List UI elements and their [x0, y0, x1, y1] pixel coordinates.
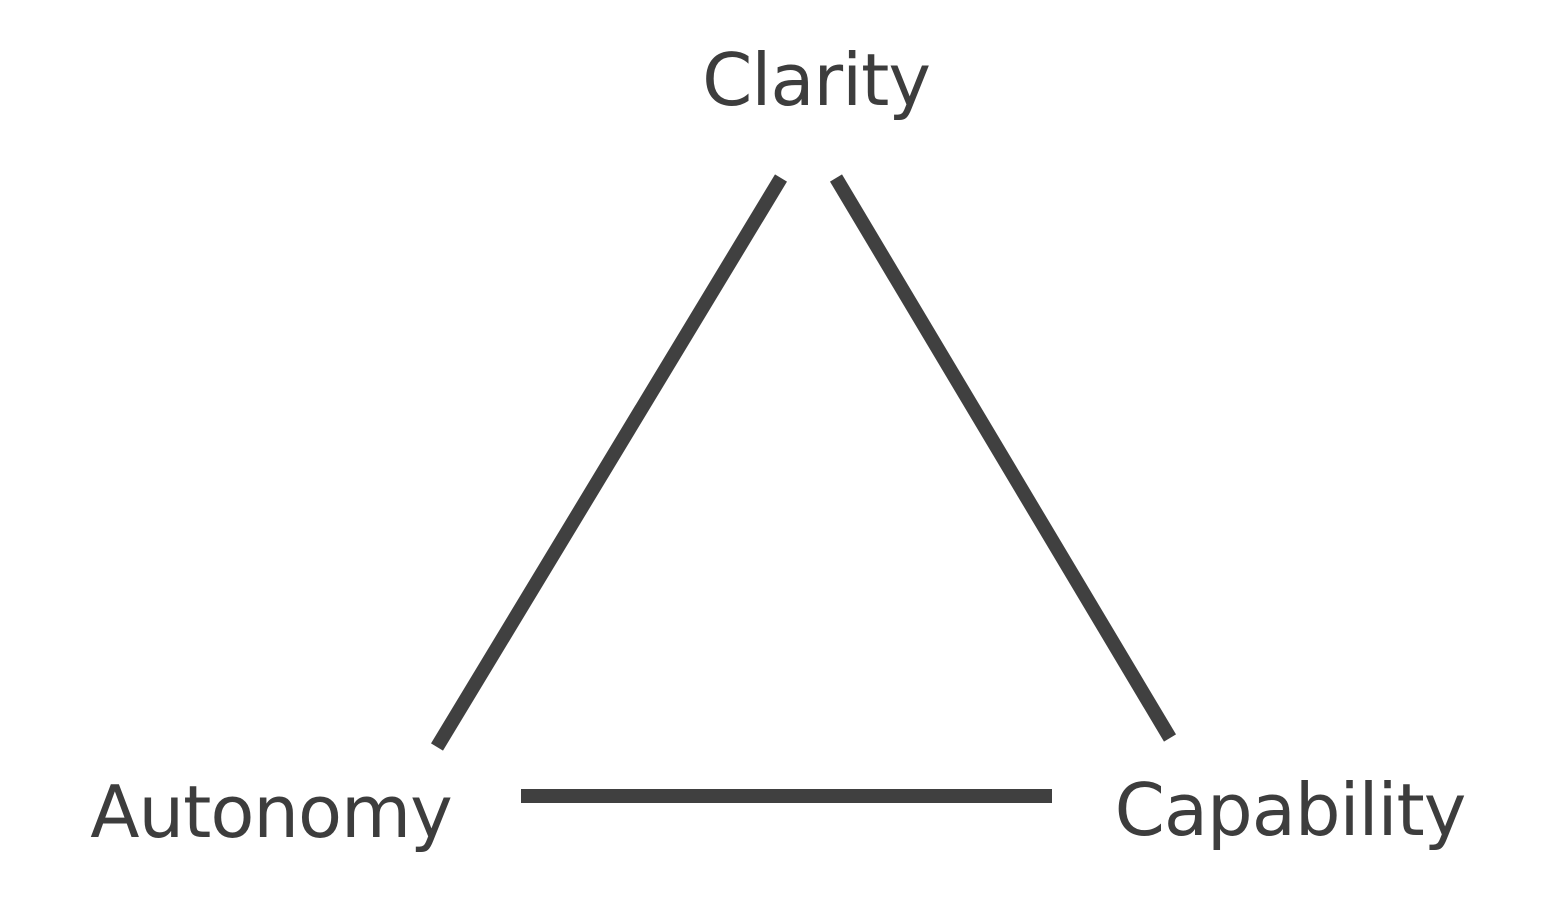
edge-clarity-capability	[829, 174, 1177, 742]
node-label-autonomy: Autonomy	[90, 770, 453, 854]
node-label-capability: Capability	[1114, 768, 1467, 852]
edge-clarity-autonomy	[431, 174, 787, 751]
node-label-clarity: Clarity	[702, 38, 931, 122]
